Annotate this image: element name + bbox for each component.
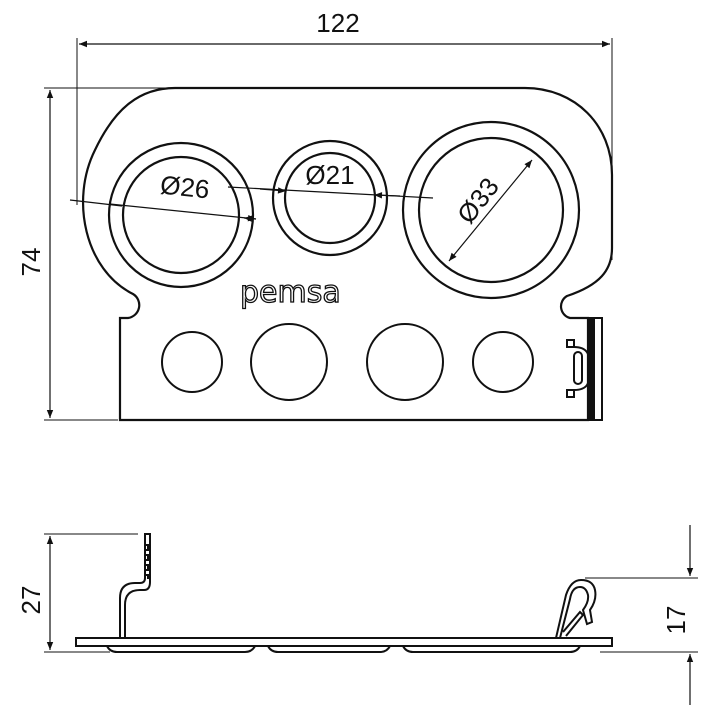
right-clip	[555, 578, 597, 639]
dim-width-label: 122	[316, 8, 359, 38]
dim-hole-21-label: Ø21	[305, 160, 354, 190]
dim-side-17-label: 17	[661, 606, 691, 635]
dim-hole-33-label: Ø33	[451, 172, 505, 229]
hole-26-outer	[107, 141, 255, 289]
hole-33-inner	[417, 136, 565, 284]
knockout-1	[161, 331, 223, 393]
pemsa-logo: pemsa	[240, 275, 341, 310]
hole-33-outer	[401, 120, 581, 300]
side-bosses	[106, 645, 581, 653]
knockout-4	[472, 331, 534, 393]
clip-detail	[566, 317, 603, 421]
dim-hole-26-label: Ø26	[159, 170, 211, 205]
knockout-2	[250, 323, 328, 401]
hole-21-outer	[271, 139, 389, 257]
dim-side-27-label: 27	[16, 586, 46, 615]
hole-26-inner	[121, 155, 241, 275]
left-bracket	[119, 533, 151, 638]
knockout-3	[366, 323, 444, 401]
top-view	[44, 38, 614, 422]
plate-outline	[82, 86, 614, 422]
side-plate	[75, 637, 613, 647]
dim-height-label: 74	[16, 248, 46, 277]
side-view	[44, 525, 698, 705]
